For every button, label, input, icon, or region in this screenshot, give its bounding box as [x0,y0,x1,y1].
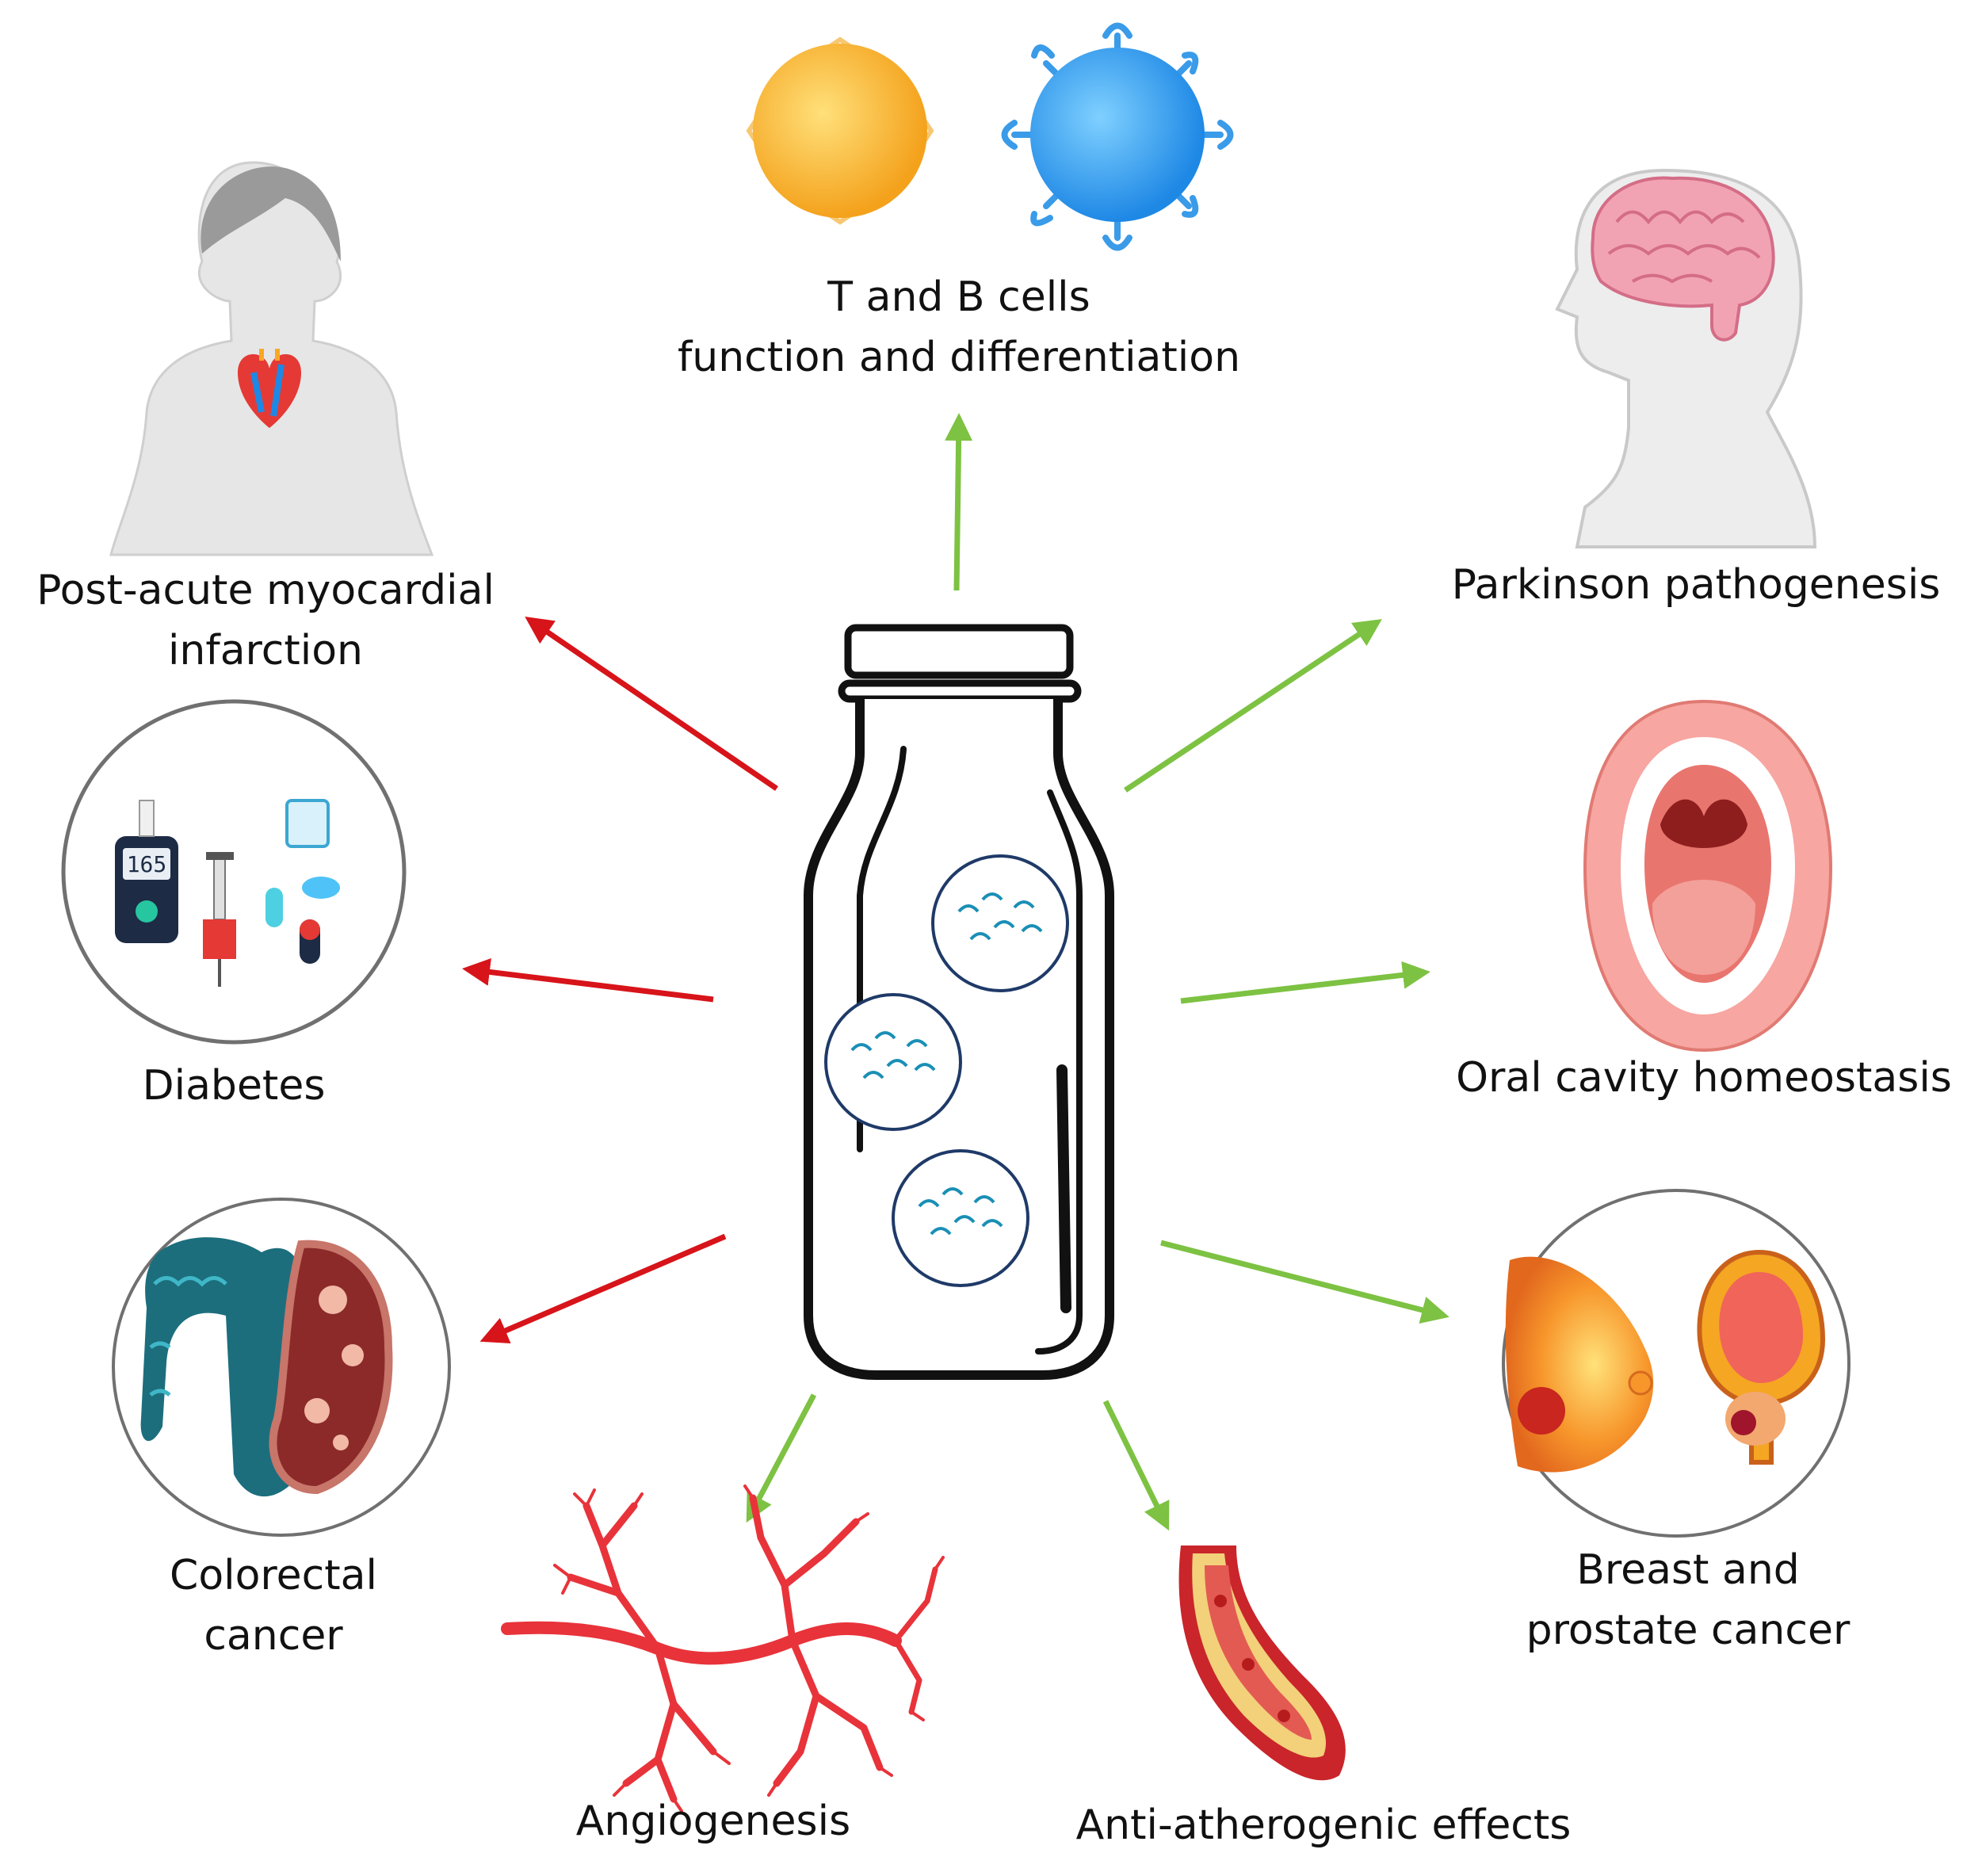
parkinson-label-line1: Parkinson pathogenesis [1451,561,1941,609]
arrow-to-diabetes [462,958,714,1003]
breast-prostate-label: Breast and prostate cancer [1482,1540,1894,1660]
vesicle [931,854,1069,992]
angiogenesis-label-line1: Angiogenesis [575,1798,851,1845]
milk-bottle-icon [804,624,1114,1380]
oral-cavity-label: Oral cavity homeostasis [1450,1048,1957,1108]
atherogenic-label: Anti-atherogenic effects [1046,1795,1601,1855]
parkinson-label: Parkinson pathogenesis [1450,555,1942,615]
oral-cavity-label-line1: Oral cavity homeostasis [1456,1054,1952,1102]
artery-plaque-icon [1178,1546,1346,1781]
diabetes-label-line1: Diabetes [142,1062,326,1110]
tb-cells-label-line2: function and differentiation [677,334,1241,381]
head-brain-icon [1555,168,1817,548]
breast-prostate-label-line2: prostate cancer [1526,1607,1851,1654]
tb-cells-label-line1: T and B cells [827,273,1090,321]
arrow-to-colorectal [479,1233,727,1344]
open-mouth-icon [1583,699,1833,1053]
arrow-to-breast-prostate [1160,1240,1449,1324]
arrow-to-oral-cavity [1180,961,1430,1004]
colorectal-label: Colorectal cancer [127,1546,420,1666]
glucose-meter-insulin-icon: 165 [61,699,407,1045]
myocardial-label-line2: infarction [167,627,363,674]
colon-tumor-icon [112,1198,451,1537]
arrow-to-myocardial-infarction [525,617,778,791]
tb-cells-label: T and B cells function and differentiati… [642,267,1276,388]
vesicle [892,1149,1029,1287]
arrow-to-angiogenesis [746,1393,817,1523]
angiogenesis-label: Angiogenesis [539,1791,888,1851]
arrow-to-tb-cells [945,413,973,591]
colorectal-label-line1: Colorectal [170,1552,377,1599]
colorectal-label-line2: cancer [204,1612,343,1660]
diabetes-label: Diabetes [103,1056,365,1116]
meter-value: 165 [127,851,167,877]
breast-prostate-label-line1: Breast and [1576,1546,1800,1594]
atherogenic-label-line1: Anti-atherogenic effects [1075,1801,1572,1849]
vesicle [824,993,962,1131]
myocardial-label-line1: Post-acute myocardial [36,567,495,614]
breast-prostate-tumor-icon [1502,1189,1851,1538]
arrows [462,413,1449,1531]
arrow-to-atherogenic [1102,1400,1170,1531]
arrow-to-parkinson [1124,619,1382,793]
lymphocyte-cells-icon [746,22,1234,251]
myocardial-infarction-label: Post-acute myocardial infarction [16,560,515,681]
female-torso-heart-icon [109,161,434,556]
blood-vessel-network-icon [501,1484,945,1813]
